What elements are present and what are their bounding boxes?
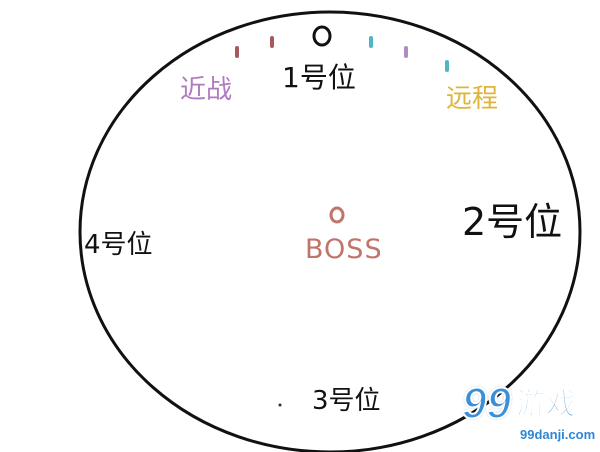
- boss-marker: [329, 206, 345, 224]
- position-3-label: 3号位: [312, 386, 381, 416]
- position-2-label: 2号位: [462, 200, 563, 244]
- watermark-brand: 游戏: [516, 387, 577, 422]
- melee-marker: [235, 46, 239, 58]
- arena-circle: [78, 10, 582, 452]
- watermark-logo: 99 游戏 99danji.com: [458, 376, 600, 452]
- watermark-digits: 99: [461, 379, 512, 428]
- position-4-label: 4号位: [84, 230, 153, 260]
- dot-marker: [278, 403, 282, 407]
- ranged-marker: [445, 60, 449, 72]
- melee-marker: [270, 36, 274, 48]
- watermark-domain: 99danji.com: [520, 427, 596, 442]
- position-1-label: 1号位: [282, 61, 356, 94]
- tank-marker: [312, 25, 332, 47]
- ranged-label: 远程: [446, 84, 499, 114]
- ranged-marker: [404, 46, 408, 58]
- boss-label: BOSS: [305, 234, 383, 265]
- melee-label: 近战: [180, 75, 233, 105]
- ranged-marker: [369, 36, 373, 48]
